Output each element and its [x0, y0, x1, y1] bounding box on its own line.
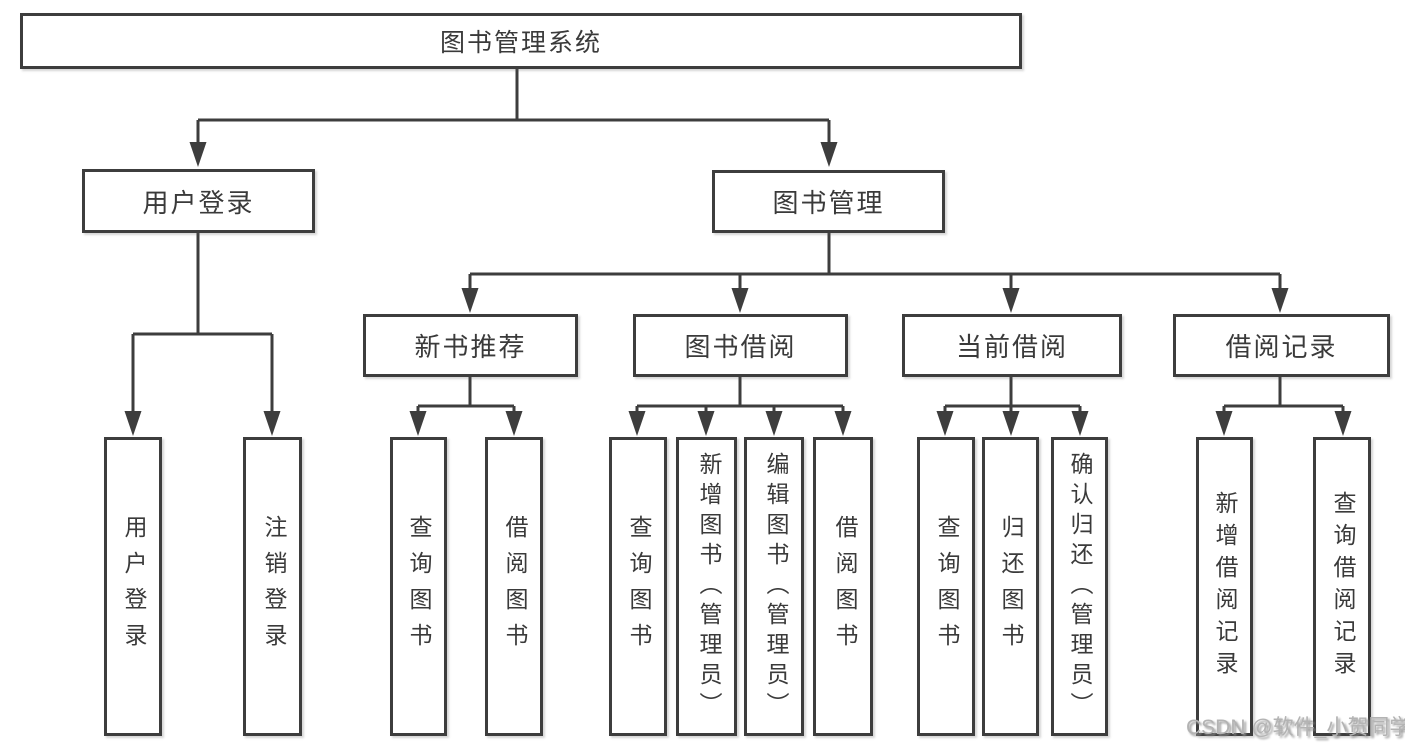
node-borrow-records: 借阅记录 — [1173, 314, 1390, 377]
connector-current-borrow-to-leaves — [943, 377, 1082, 414]
connector-new-books-to-leaves — [416, 377, 516, 414]
node-user-login: 用户登录 — [82, 169, 315, 233]
leaf-nb-query-books: 查询图书 — [390, 437, 447, 736]
connector-book-borrow-to-leaves — [635, 377, 845, 414]
node-book-management: 图书管理 — [712, 170, 945, 233]
leaf-rec-add-record: 新增借阅记录 — [1196, 437, 1253, 736]
node-current-borrow: 当前借阅 — [902, 314, 1122, 377]
arrow-down-icon — [1215, 411, 1352, 436]
leaf-rec-query-record: 查询借阅记录 — [1313, 437, 1371, 736]
leaf-nb-borrow-books: 借阅图书 — [485, 437, 543, 736]
arrow-down-icon — [189, 142, 838, 167]
leaf-logout: 注销登录 — [243, 437, 302, 736]
leaf-cb-return-books: 归还图书 — [982, 437, 1039, 736]
leaf-bb-query-books: 查询图书 — [609, 437, 667, 736]
leaf-cb-confirm-return-admin: 确认归还（管理员） — [1051, 437, 1108, 736]
connector-root-to-level2 — [196, 69, 831, 146]
arrow-down-icon — [628, 411, 852, 436]
csdn-watermark: CSDN @软件_小贺同学 — [1186, 716, 1405, 739]
arrow-down-icon — [936, 411, 1089, 436]
connector-user-login-to-leaves — [131, 233, 274, 414]
node-book-borrow: 图书借阅 — [633, 314, 848, 377]
leaf-user-login: 用户登录 — [104, 437, 162, 736]
node-library-management-system: 图书管理系统 — [20, 13, 1022, 69]
connector-borrow-records-to-leaves — [1222, 377, 1345, 414]
arrow-down-icon — [461, 288, 1289, 313]
connector-book-mgmt-to-level3 — [468, 233, 1282, 292]
node-new-book-recommend: 新书推荐 — [363, 314, 578, 377]
leaf-bb-add-books-admin: 新增图书（管理员） — [676, 437, 737, 736]
arrow-down-icon — [124, 411, 281, 436]
arrow-down-icon — [409, 411, 523, 436]
leaf-bb-borrow-books: 借阅图书 — [813, 437, 873, 736]
leaf-bb-edit-books-admin: 编辑图书（管理员） — [744, 437, 804, 736]
leaf-cb-query-books: 查询图书 — [917, 437, 975, 736]
